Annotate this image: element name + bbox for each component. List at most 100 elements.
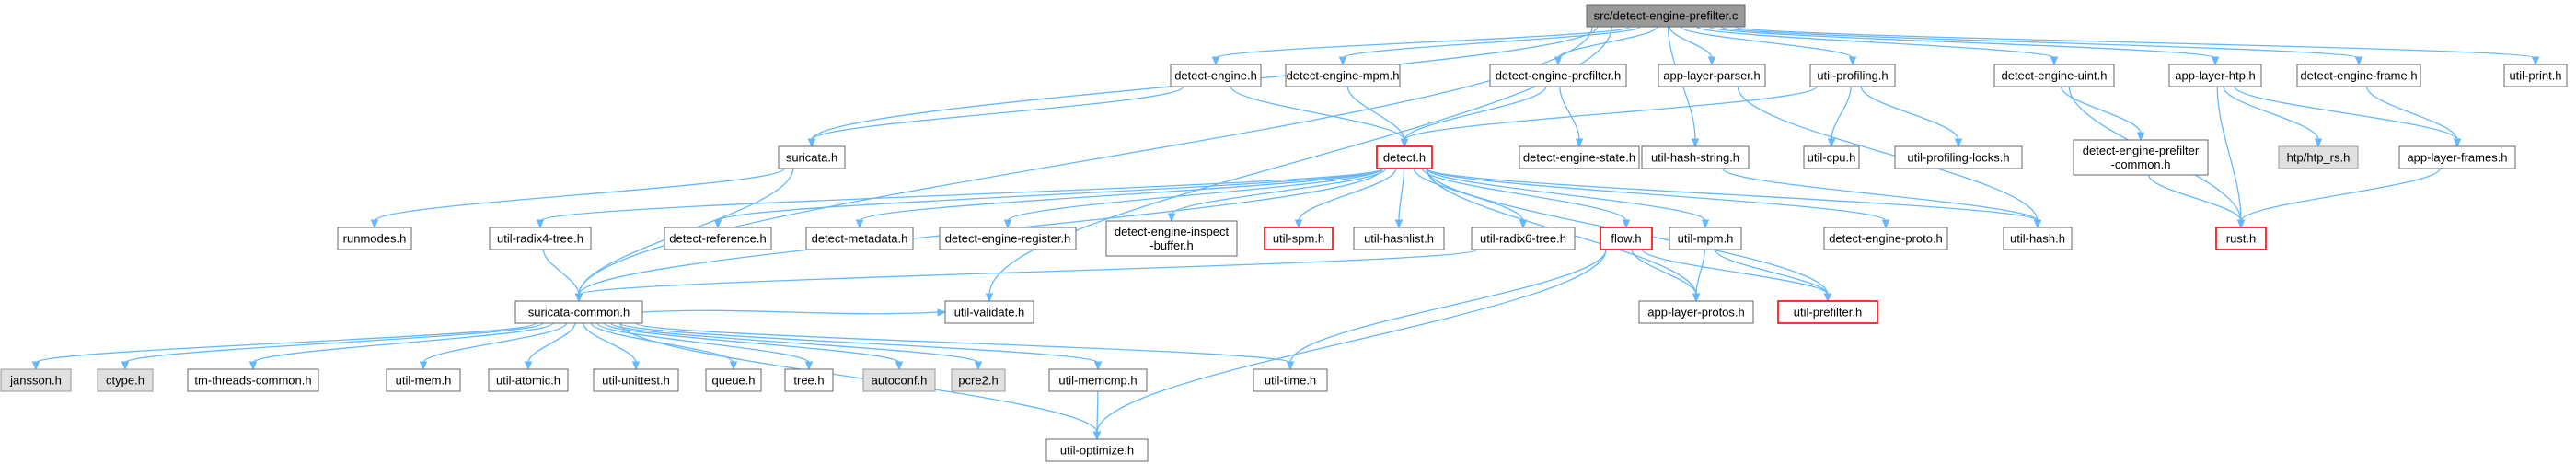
edge-detect-to-util-mpm — [1426, 168, 1710, 229]
node-box — [939, 227, 1077, 250]
node-util-radix4-tree[interactable]: util-radix4-tree.h — [489, 227, 592, 250]
node-util-hashlist[interactable]: util-hashlist.h — [1353, 227, 1445, 250]
node-detect-engine-inspect-buffer[interactable]: detect-engine-inspect-buffer.h — [1105, 220, 1238, 257]
edge-arrowhead — [1954, 138, 1963, 148]
node-label: detect-engine.h — [1174, 69, 1257, 83]
node-box — [1600, 227, 1653, 250]
node-util-mpm[interactable]: util-mpm.h — [1669, 227, 1742, 250]
edge-arrowhead — [807, 138, 816, 148]
node-flow[interactable]: flow.h — [1600, 227, 1653, 250]
edge-root-to-detect-engine-frame — [1720, 26, 2363, 66]
edge-arrowhead — [524, 361, 533, 371]
node-tree[interactable]: tree.h — [784, 368, 834, 392]
node-util-time[interactable]: util-time.h — [1253, 368, 1328, 392]
node-detect-metadata[interactable]: detect-metadata.h — [805, 227, 914, 250]
node-suricata[interactable]: suricata.h — [778, 145, 846, 169]
node-box — [593, 368, 679, 392]
node-label: app-layer-protos.h — [1647, 306, 1745, 320]
edge-suricata-common-to-util-time — [635, 322, 1295, 371]
node-box — [805, 227, 914, 250]
node-label: tree.h — [793, 374, 824, 388]
node-label: app-layer-frames.h — [2407, 151, 2507, 165]
node-root[interactable]: src/detect-engine-prefilter.c — [1586, 4, 1746, 28]
node-ctype: ctype.h — [97, 368, 154, 392]
edge-arrowhead — [1701, 219, 1710, 229]
node-util-hash[interactable]: util-hash.h — [2003, 227, 2073, 250]
node-util-profiling-locks[interactable]: util-profiling-locks.h — [1894, 145, 2023, 169]
node-label: detect-engine-proto.h — [1829, 232, 1943, 246]
node-suricata-common[interactable]: suricata-common.h — [514, 300, 643, 324]
node-box — [1641, 145, 1750, 169]
edge-arrowhead — [1294, 219, 1303, 229]
node-tm-threads-common[interactable]: tm-threads-common.h — [187, 368, 319, 392]
node-util-print[interactable]: util-print.h — [2503, 64, 2568, 87]
node-detect-engine-prefilter-h[interactable]: detect-engine-prefilter.h — [1489, 64, 1627, 87]
edge-suricata-common-to-jansson — [31, 322, 537, 371]
edge-suricata-common-to-util-unittest — [583, 322, 641, 371]
node-label: util-spm.h — [1273, 232, 1324, 246]
node-detect-engine-prefilter-common[interactable]: detect-engine-prefilter-common.h — [2073, 139, 2209, 176]
node-util-unittest[interactable]: util-unittest.h — [593, 368, 679, 392]
edge-flow-to-util-time — [1286, 249, 1607, 371]
edge-arrowhead — [2050, 56, 2059, 66]
node-box — [1638, 300, 1754, 324]
edge-arrowhead — [2531, 56, 2540, 66]
node-detect-engine-state[interactable]: detect-engine-state.h — [1519, 145, 1640, 169]
node-queue[interactable]: queue.h — [705, 368, 762, 392]
edge-detect-engine-to-suricata — [807, 86, 1184, 148]
node-util-spm[interactable]: util-spm.h — [1264, 227, 1334, 250]
node-box — [1823, 227, 1948, 250]
node-box — [2296, 64, 2421, 87]
node-label: detect-engine-prefilter.h — [1496, 69, 1622, 83]
node-label: util-time.h — [1265, 374, 1316, 388]
node-util-profiling[interactable]: util-profiling.h — [1809, 64, 1896, 87]
edge-util-radix6-tree-to-suricata-common — [574, 249, 1478, 303]
node-util-prefilter[interactable]: util-prefilter.h — [1777, 300, 1878, 324]
node-app-layer-frames[interactable]: app-layer-frames.h — [2398, 145, 2516, 169]
node-util-validate[interactable]: util-validate.h — [944, 300, 1034, 324]
node-label: detect-engine-inspect — [1115, 225, 1230, 238]
edge-arrowhead — [1881, 219, 1890, 229]
node-app-layer-parser[interactable]: app-layer-parser.h — [1658, 64, 1766, 87]
node-util-optimize[interactable]: util-optimize.h — [1045, 438, 1149, 462]
node-label: ctype.h — [106, 374, 144, 388]
edge-detect-engine-prefilter-h-to-detect-engine-state — [1559, 86, 1584, 148]
node-label: -buffer.h — [1149, 238, 1193, 252]
node-util-hash-string[interactable]: util-hash-string.h — [1641, 145, 1750, 169]
node-box — [1253, 368, 1328, 392]
edge-arrowhead — [1211, 56, 1220, 66]
node-label: app-layer-htp.h — [2175, 69, 2255, 83]
node-rust[interactable]: rust.h — [2215, 227, 2267, 250]
edge-arrowhead — [974, 361, 983, 371]
edge-detect-to-detect-engine-proto — [1426, 168, 1890, 229]
node-detect-engine-proto[interactable]: detect-engine-proto.h — [1823, 227, 1948, 250]
node-box — [784, 368, 834, 392]
node-util-mem[interactable]: util-mem.h — [386, 368, 461, 392]
node-detect-engine-frame[interactable]: detect-engine-frame.h — [2296, 64, 2421, 87]
edge-util-hash-string-to-util-hash — [1722, 168, 2042, 229]
node-detect-reference[interactable]: detect-reference.h — [664, 227, 772, 250]
node-util-memcmp[interactable]: util-memcmp.h — [1048, 368, 1148, 392]
node-runmodes[interactable]: runmodes.h — [337, 227, 412, 250]
edge-detect-to-detect-reference — [713, 168, 1383, 229]
node-util-atomic[interactable]: util-atomic.h — [488, 368, 569, 392]
node-app-layer-protos[interactable]: app-layer-protos.h — [1638, 300, 1754, 324]
node-util-radix6-tree[interactable]: util-radix6-tree.h — [1471, 227, 1576, 250]
edge-root-to-util-profiling — [1680, 26, 1857, 66]
edge-app-layer-htp-to-app-layer-frames — [2234, 86, 2462, 148]
node-app-layer-htp[interactable]: app-layer-htp.h — [2168, 64, 2262, 87]
node-detect[interactable]: detect.h — [1376, 145, 1433, 169]
edge-util-memcmp-to-util-optimize — [1092, 390, 1102, 441]
edge-detect-to-util-hash — [1426, 168, 2042, 229]
node-detect-engine-register[interactable]: detect-engine-register.h — [939, 227, 1077, 250]
edge-arrowhead — [1093, 361, 1103, 371]
edge-util-mpm-to-app-layer-protos — [1692, 249, 1705, 303]
node-detect-engine[interactable]: detect-engine.h — [1170, 64, 1262, 87]
node-detect-engine-mpm[interactable]: detect-engine-mpm.h — [1285, 64, 1401, 87]
edge-suricata-common-to-queue — [590, 322, 738, 371]
node-detect-engine-uint[interactable]: detect-engine-uint.h — [1993, 64, 2115, 87]
node-util-cpu[interactable]: util-cpu.h — [1803, 145, 1860, 169]
node-label: flow.h — [1611, 232, 1641, 246]
node-label: app-layer-parser.h — [1663, 69, 1761, 83]
